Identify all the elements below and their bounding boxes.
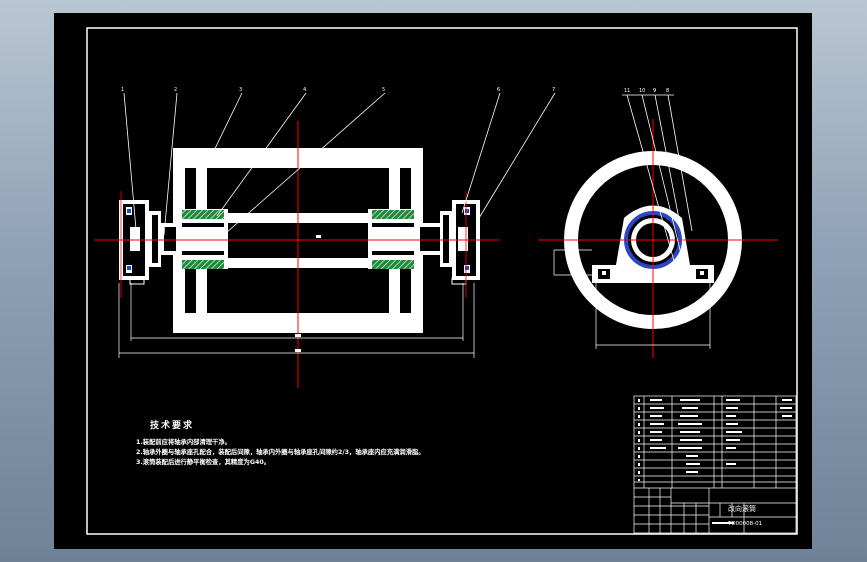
front-view xyxy=(94,92,556,388)
callout-8: 8 xyxy=(666,88,669,94)
callout-10: 10 xyxy=(639,88,645,94)
callout-1: 1 xyxy=(121,87,124,93)
front-callouts: 1 2 3 4 5 6 7 xyxy=(121,87,555,93)
parts-list-marks xyxy=(638,399,792,524)
side-view xyxy=(538,94,778,358)
drawing-code: TD00008-01 xyxy=(728,521,763,527)
cad-drawing: 1 2 3 4 5 6 7 xyxy=(86,27,798,535)
callout-2: 2 xyxy=(174,87,177,93)
side-callouts: 11 10 9 8 xyxy=(624,88,669,94)
callout-11: 11 xyxy=(624,88,630,94)
drawing-sheet: 1 2 3 4 5 6 7 xyxy=(54,13,812,549)
drawing-title: 改向滚筒 xyxy=(728,505,756,513)
tech-note-3: 3.滚筒装配后进行静平衡检查，其精度为G40。 xyxy=(136,459,271,466)
callout-5: 5 xyxy=(382,87,385,93)
callout-7: 7 xyxy=(552,87,555,93)
callout-9: 9 xyxy=(653,88,656,94)
callout-3: 3 xyxy=(239,87,242,93)
drawing-border xyxy=(86,27,798,535)
parts-list xyxy=(633,395,797,534)
tech-note-2: 2.轴承外圈与轴承座孔配合，装配后间隙，轴承内外圈与轴承座孔间隙约2/3，轴承座… xyxy=(136,449,425,456)
tech-note-1: 1.装配前应将轴承内部清理干净。 xyxy=(136,439,231,446)
callout-4: 4 xyxy=(303,87,306,93)
tech-requirements-title: 技术要求 xyxy=(150,421,195,431)
callout-6: 6 xyxy=(497,87,500,93)
